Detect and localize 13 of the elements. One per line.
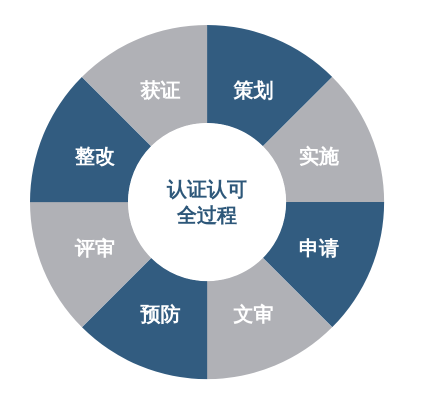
segment-label: 文审: [233, 302, 274, 326]
segment-label: 整改: [75, 144, 116, 168]
center-title: 认证认可全过程: [166, 176, 248, 228]
segment-label: 获证: [140, 78, 181, 102]
ring-segment: [207, 258, 332, 379]
segment-label: 预防: [140, 302, 181, 326]
segment-label: 策划: [233, 78, 274, 102]
segment-label: 申请: [298, 236, 339, 260]
ring-segment: [207, 25, 332, 146]
ring-segment: [82, 258, 207, 379]
ring-segment: [82, 25, 207, 146]
segment-label: 评审: [75, 236, 116, 260]
segment-label: 实施: [298, 144, 339, 168]
